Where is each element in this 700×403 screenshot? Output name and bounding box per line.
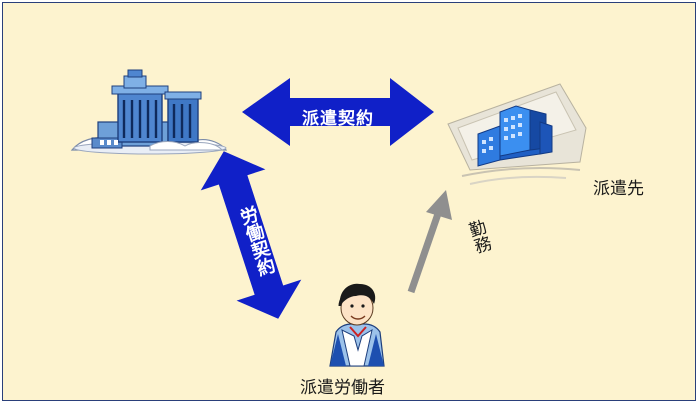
worker-label: 派遣労働者 xyxy=(300,378,385,398)
dispatch-contract-arrow xyxy=(242,78,434,146)
dispatch-contract-label: 派遣契約 xyxy=(302,109,374,129)
worker-person-icon xyxy=(329,283,385,367)
client-office-building-icon xyxy=(447,83,587,185)
dispatch-agency-building-icon xyxy=(70,69,228,155)
work-arrow xyxy=(407,190,452,294)
client-label: 派遣先 xyxy=(593,179,644,199)
labor-contract-arrow xyxy=(200,151,302,319)
